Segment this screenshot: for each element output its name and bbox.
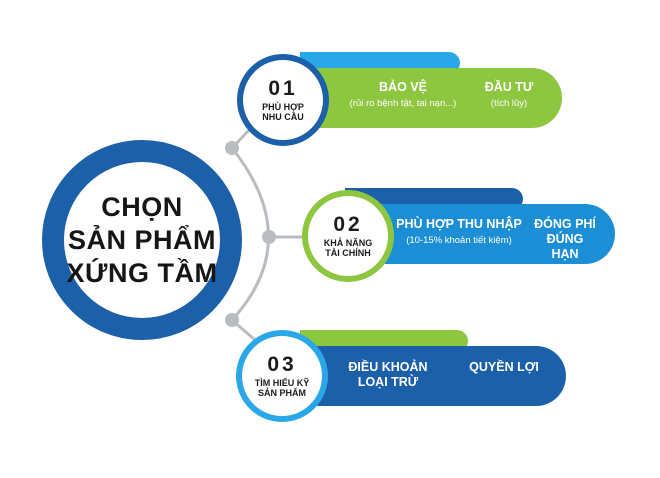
step-label: KHẢ NĂNG TÀI CHÍNH (323, 237, 373, 259)
step-2-option-2: ĐÓNG PHÍ ĐÚNG HẠN (533, 217, 597, 262)
step-3-option-1: ĐIỀU KHOẢN LOẠI TRỪ (340, 360, 436, 390)
option-label: PHÙ HỢP THU NHẬP (396, 217, 522, 231)
main-title: CHỌN SẢN PHẨM XỨNG TẦM (66, 191, 218, 288)
main-circle: CHỌN SẢN PHẨM XỨNG TẦM (42, 140, 242, 340)
connector-dot-3 (225, 313, 239, 327)
option-note: (tích lũy) (490, 98, 528, 109)
option-note: (10-15% khoản tiết kiệm) (406, 235, 512, 246)
step-1-option-2: ĐẦU TƯ (tích lũy) (476, 80, 542, 110)
step-label: PHÙ HỢP NHU CẦU (262, 101, 304, 123)
connector-dot-2 (262, 230, 276, 244)
option-label: BẢO VỆ (379, 80, 427, 94)
step-3-circle: 03 TÌM HIỂU KỸ SẢN PHẨM (236, 330, 328, 422)
step-1-option-1: BẢO VỆ (rủi ro bệnh tật, tai nạn...) (328, 80, 478, 110)
step-number: 03 (267, 352, 297, 376)
option-label: QUYỀN LỢI (469, 360, 539, 374)
option-label: ĐẦU TƯ (484, 80, 534, 94)
step-3-bar: ĐIỀU KHOẢN LOẠI TRỪ QUYỀN LỢI (300, 346, 566, 406)
option-label: ĐÓNG PHÍ ĐÚNG HẠN (534, 217, 596, 261)
step-1-bar: BẢO VỆ (rủi ro bệnh tật, tai nạn...) ĐẦU… (300, 68, 562, 128)
step-label: TÌM HIỂU KỸ SẢN PHẨM (254, 377, 310, 399)
step-number: 02 (333, 212, 363, 236)
option-label: ĐIỀU KHOẢN LOẠI TRỪ (348, 360, 428, 389)
step-3-option-2: QUYỀN LỢI (456, 360, 552, 375)
step-2-option-1: PHÙ HỢP THU NHẬP (10-15% khoản tiết kiệm… (389, 217, 529, 247)
step-number: 01 (268, 76, 298, 100)
option-note: (rủi ro bệnh tật, tai nạn...) (349, 98, 457, 109)
step-1-circle: 01 PHÙ HỢP NHU CẦU (237, 54, 329, 146)
step-2-circle: 02 KHẢ NĂNG TÀI CHÍNH (302, 190, 394, 282)
connector-dot-1 (225, 141, 239, 155)
